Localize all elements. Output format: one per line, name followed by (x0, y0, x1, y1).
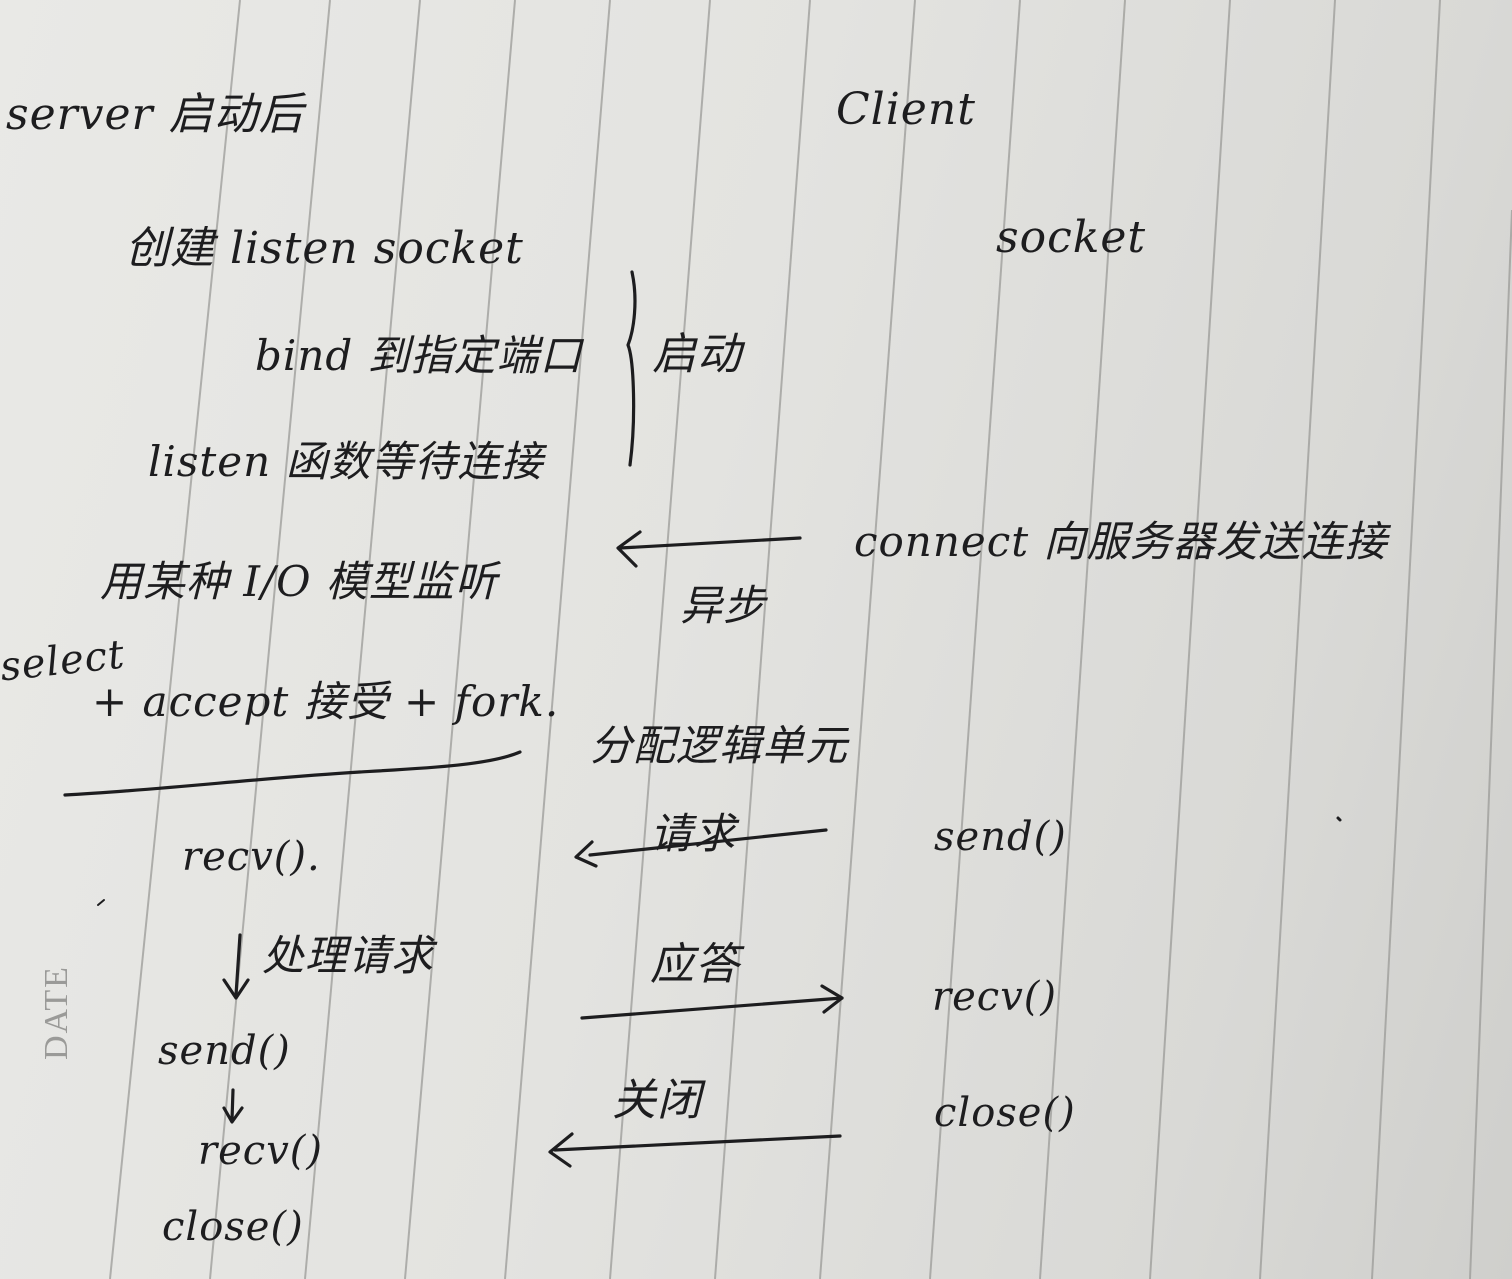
server-title: server 启动后 (6, 89, 304, 140)
rule-line (1039, 0, 1126, 1279)
response-arrow-line (580, 996, 844, 1020)
rule-line (304, 0, 421, 1279)
rule-line (1259, 0, 1336, 1279)
connect-arrow-head (616, 530, 642, 568)
pen-mark (1336, 816, 1342, 822)
date-stamp: DATE (38, 965, 75, 1060)
close-arrow-head (548, 1132, 574, 1168)
server-create-socket: 创建 listen socket (125, 223, 524, 274)
client-send: send() (934, 814, 1067, 860)
rule-line (109, 0, 241, 1279)
rule-line (1371, 0, 1441, 1279)
rule-line (1469, 209, 1512, 1279)
client-connect: connect 向服务器发送连接 (854, 517, 1388, 566)
rule-line (819, 0, 916, 1279)
server-io-model: 用某种 I/O 模型监听 (100, 557, 498, 606)
server-recv: recv(). (182, 834, 321, 880)
request-arrow-head (574, 840, 598, 868)
rule-line (404, 0, 516, 1279)
server-process-request: 处理请求 (262, 931, 435, 980)
server-listen: listen 函数等待连接 (148, 437, 544, 486)
down-arrow-icon (230, 1088, 235, 1122)
ink-strokes (63, 270, 1342, 1168)
response-arrow-head (820, 984, 844, 1014)
rule-line (929, 0, 1021, 1279)
client-close: close() (934, 1090, 1076, 1136)
rule-line (209, 0, 331, 1279)
rule-line (1149, 0, 1231, 1279)
request-arrow-line (588, 828, 828, 857)
startup-bracket (626, 270, 637, 467)
close-arrow-line (553, 1134, 842, 1152)
rule-line (504, 0, 611, 1279)
ruled-lines (109, 0, 1512, 1279)
server-recv-2: recv() (198, 1128, 324, 1174)
down-arrow-icon (234, 933, 242, 997)
rule-line (714, 0, 811, 1279)
server-accept-fork: + accept 接受 + fork. (92, 677, 560, 726)
server-bind: bind 到指定端口 (255, 331, 583, 380)
connect-arrow-line (618, 536, 802, 550)
client-socket: socket (996, 212, 1147, 263)
startup-label: 启动 (652, 329, 742, 380)
client-recv: recv() (932, 974, 1058, 1020)
request-arrow-label: 请求 (650, 809, 737, 858)
down-arrow-icon (222, 1106, 244, 1124)
rule-line (609, 0, 711, 1279)
server-send: send() (158, 1028, 291, 1074)
down-arrow-icon (222, 978, 250, 1000)
section-divider (63, 750, 522, 797)
close-arrow-label: 关闭 (612, 1075, 702, 1126)
logic-unit-label: 分配逻辑单元 (590, 721, 849, 770)
connect-arrow-label: 异步 (680, 581, 767, 630)
server-close: close() (162, 1204, 304, 1250)
response-arrow-label: 应答 (650, 939, 740, 990)
pen-mark (97, 899, 105, 906)
client-title: Client (836, 84, 976, 135)
